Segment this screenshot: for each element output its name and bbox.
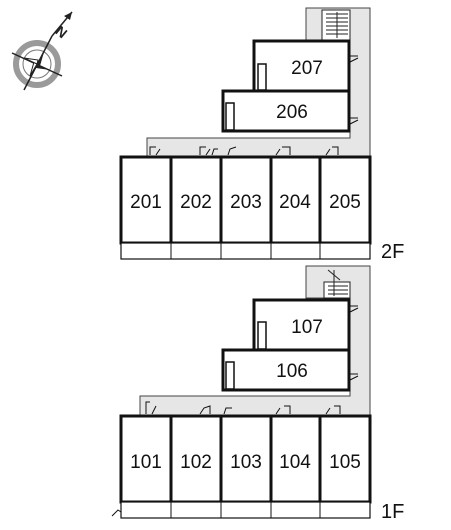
room-label-201: 201: [130, 192, 162, 213]
compass-rose-icon: [11, 11, 73, 91]
room-label-207: 207: [291, 58, 323, 79]
room-label-205: 205: [329, 192, 361, 213]
door-icon: [145, 401, 341, 415]
room-205: [318, 155, 372, 245]
room-label-106: 106: [276, 361, 308, 382]
balcony-1f: [120, 501, 371, 519]
door-icon: [349, 305, 359, 313]
floor-2f: 207 206 201 202 203 204 205: [119, 7, 404, 263]
room-label-204: 204: [279, 192, 311, 213]
room-label-104: 104: [279, 452, 311, 473]
room-label-206: 206: [276, 102, 308, 123]
room-label-101: 101: [130, 452, 162, 473]
door-icon: [349, 55, 359, 63]
door-icon: [349, 117, 359, 125]
staircase-2f-icon: [321, 9, 351, 41]
room-label-107: 107: [291, 317, 323, 338]
room-label-203: 203: [230, 192, 262, 213]
balcony-207: [257, 63, 267, 91]
room-207: [252, 39, 351, 93]
room-row-2f: [119, 155, 372, 260]
floor-1f: 107 106 101 102 103 104 105: [111, 265, 404, 523]
corridor-1f: [139, 265, 371, 419]
balcony-106: [225, 361, 235, 390]
balcony-2f: [120, 242, 371, 260]
room-107: [252, 298, 351, 352]
door-icon: [349, 373, 359, 381]
door-icon: [149, 146, 339, 156]
room-106: [221, 348, 351, 392]
balcony-206: [225, 102, 235, 131]
room-label-202: 202: [180, 192, 212, 213]
room-105: [318, 414, 372, 504]
room-label-102: 102: [180, 452, 212, 473]
floor-label-1f: 1F: [381, 501, 404, 523]
room-label-105: 105: [329, 452, 361, 473]
staircase-1f-icon: [323, 269, 351, 299]
compass-north-label: N: [52, 23, 70, 42]
room-206: [221, 89, 351, 133]
room-row-1f: [111, 414, 372, 519]
floor-label-2f: 2F: [381, 241, 404, 263]
balcony-107: [257, 321, 267, 350]
room-label-103: 103: [230, 452, 262, 473]
